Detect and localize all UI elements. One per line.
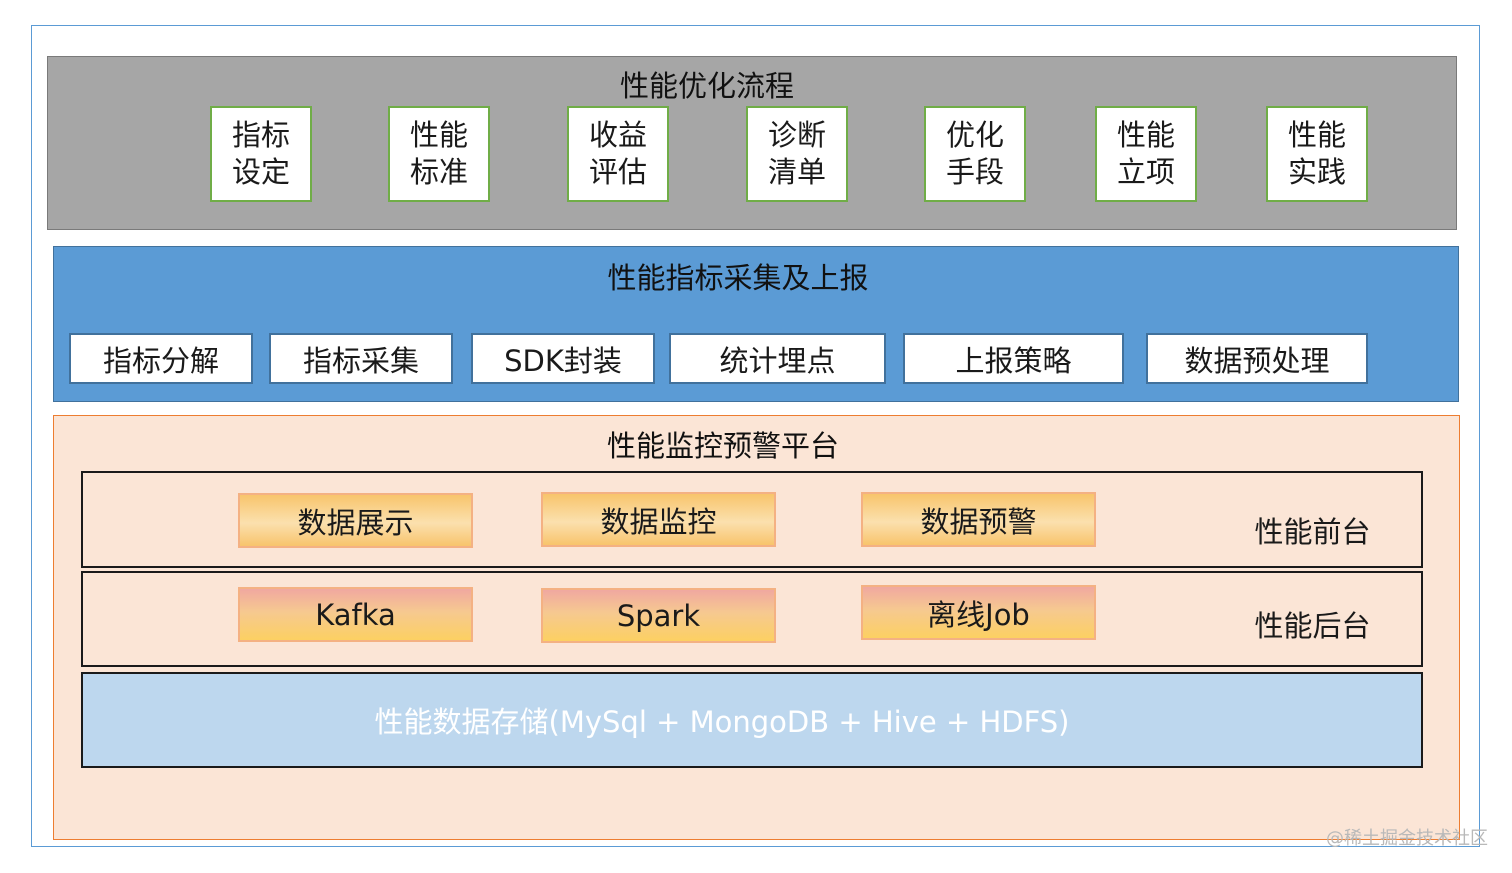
monitor-title: 性能监控预警平台 — [606, 429, 839, 463]
process-step-7-line2: 实践 — [1287, 155, 1346, 189]
process-step-2-line1: 性能 — [409, 118, 468, 152]
process-step-7: 性能 实践 — [1266, 106, 1368, 202]
process-step-5-line2: 手段 — [945, 155, 1004, 189]
process-step-6: 性能 立项 — [1095, 106, 1197, 202]
frontend-tier — [81, 471, 1423, 568]
collection-item-preprocessing: 数据预处理 — [1146, 333, 1368, 384]
process-step-4-line2: 清单 — [767, 155, 826, 189]
collection-item-sdk: SDK封装 — [471, 333, 655, 384]
backend-module-offline-job: 离线Job — [861, 585, 1096, 640]
collection-item-tracking: 统计埋点 — [669, 333, 886, 384]
process-step-1: 指标 设定 — [210, 106, 312, 202]
backend-module-kafka: Kafka — [238, 587, 473, 642]
collection-item-metric-decomposition: 指标分解 — [69, 333, 253, 384]
process-step-2: 性能 标准 — [388, 106, 490, 202]
collection-title: 性能指标采集及上报 — [607, 261, 869, 295]
backend-tier — [81, 571, 1423, 667]
process-step-7-line1: 性能 — [1287, 118, 1346, 152]
process-step-4-line1: 诊断 — [767, 118, 826, 152]
process-step-1-line1: 指标 — [231, 118, 290, 152]
process-step-2-line2: 标准 — [409, 155, 468, 189]
backend-module-spark: Spark — [541, 588, 776, 643]
process-step-5-line1: 优化 — [945, 118, 1004, 152]
storage-tier: 性能数据存储(MySql + MongoDB + Hive + HDFS) — [81, 672, 1423, 768]
frontend-module-monitoring: 数据监控 — [541, 492, 776, 547]
process-title: 性能优化流程 — [619, 69, 794, 103]
diagram-frame — [31, 25, 1480, 847]
frontend-module-alerting: 数据预警 — [861, 492, 1096, 547]
process-step-3-line1: 收益 — [588, 118, 647, 152]
process-step-5: 优化 手段 — [924, 106, 1026, 202]
watermark: @稀土掘金技术社区 — [1326, 828, 1488, 849]
collection-item-report-strategy: 上报策略 — [903, 333, 1124, 384]
process-step-6-line1: 性能 — [1116, 118, 1175, 152]
backend-tier-label: 性能后台 — [1254, 609, 1371, 643]
process-step-6-line2: 立项 — [1116, 155, 1175, 189]
process-step-1-line2: 设定 — [231, 155, 290, 189]
process-step-3: 收益 评估 — [567, 106, 669, 202]
process-step-3-line2: 评估 — [588, 155, 647, 189]
collection-item-metric-collection: 指标采集 — [269, 333, 453, 384]
storage-label: 性能数据存储(MySql + MongoDB + Hive + HDFS) — [374, 705, 1070, 739]
frontend-module-display: 数据展示 — [238, 493, 473, 548]
frontend-tier-label: 性能前台 — [1254, 515, 1371, 549]
process-step-4: 诊断 清单 — [746, 106, 848, 202]
